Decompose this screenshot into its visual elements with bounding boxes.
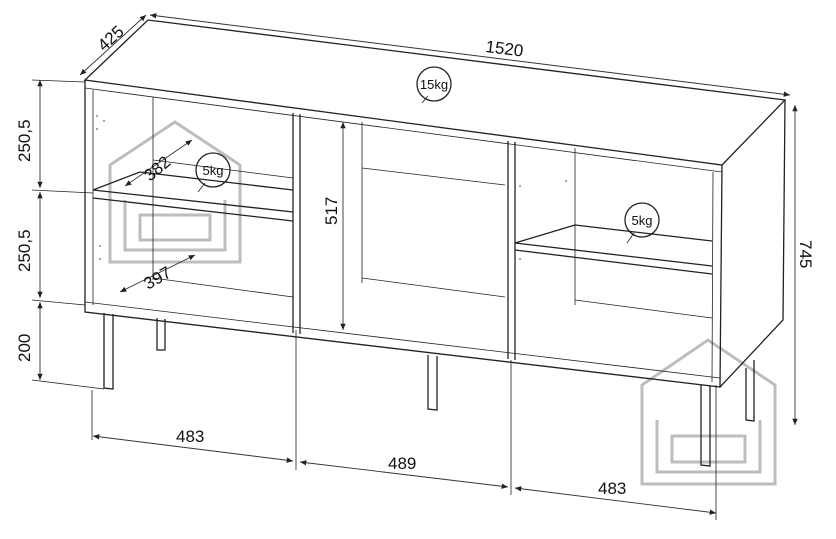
total-height-label: 745 [796,240,815,268]
middle-height-label: 517 [322,197,341,225]
load-badge-right-shelf: 5kg [624,202,660,244]
width-label: 1520 [485,37,525,60]
house-watermark-icon [640,338,777,486]
leg-height-label: 200 [15,334,34,362]
house-watermark-icon [108,120,242,264]
load-badge-left-shelf: 5kg [195,152,231,193]
upper-shelf-depth-label: 382 [140,152,174,185]
right-width-label: 483 [598,479,626,498]
cabinet-body [83,19,787,388]
middle-width-label: 489 [388,454,416,473]
dimension-lines [31,13,798,520]
load-badge-top: 15kg [416,66,452,104]
top-load-label: 15kg [420,77,448,92]
left-upper-height-label: 250,5 [15,119,34,162]
depth-label: 425 [94,22,128,55]
right-shelf-load-label: 5kg [632,213,653,228]
cabinet-legs [103,313,755,467]
left-shelf-load-label: 5kg [203,163,224,178]
left-width-label: 483 [176,427,204,446]
left-middle-height-label: 250,5 [15,229,34,272]
